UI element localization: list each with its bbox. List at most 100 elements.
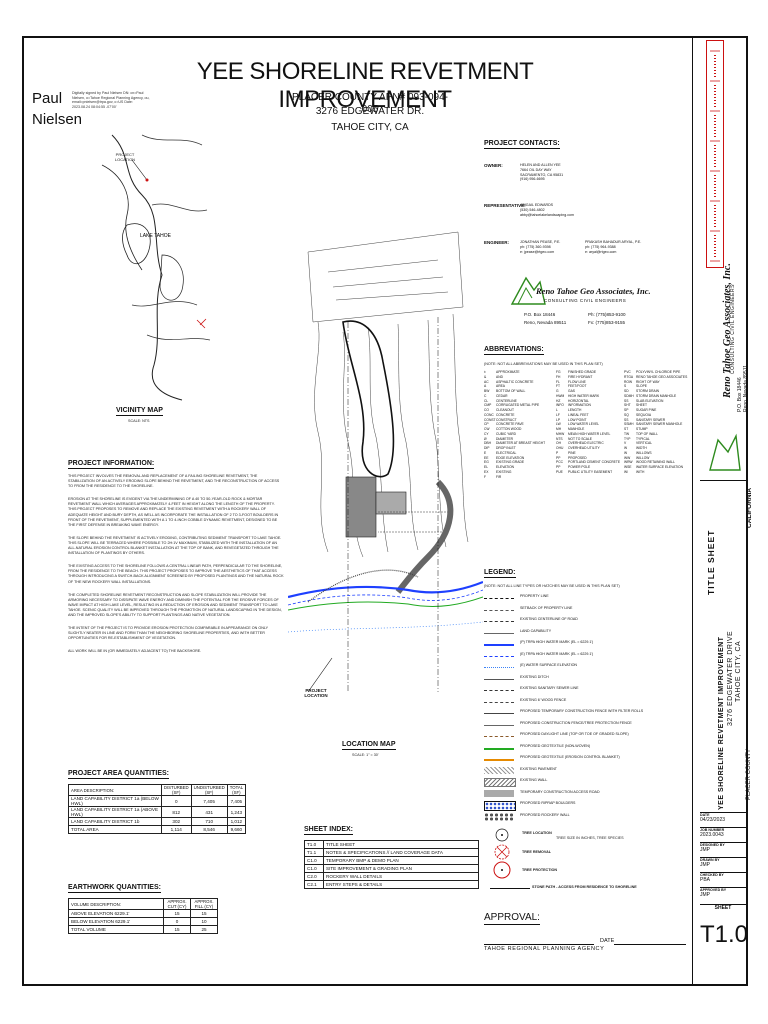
representative-info: ABIGAIL EDWARDS (530) 546-4802 abby@taho… [520, 203, 574, 217]
street-address: 3276 EDGEWATER DR. [315, 106, 425, 117]
sheet-index-heading: SHEET INDEX: [304, 826, 354, 835]
abbr-meanings-1: APPROXIMATE AND ASPHALTIC CONCRETE AREA … [496, 370, 546, 479]
sheet-number: T1.0 [700, 921, 749, 948]
legend-symbol [484, 609, 514, 611]
legend-item: (E) TRPA HIGH WATER MARK (EL = 6229.1') [484, 651, 704, 661]
stone-path-note: STONE PATH - ACCESS FROM RESIDENCE TO SH… [532, 885, 637, 889]
firm-subtitle: CONSULTING CIVIL ENGINEERS [544, 298, 627, 303]
abbr-codes-3: PVC RTGA ROW S SD SDMH SS SHT SP SQ SS S… [624, 370, 634, 474]
owner-label: OWNER: [484, 163, 503, 168]
abbr-codes-1: ± & AC A BW C CL CMP CO CONC CONST CP CW… [484, 370, 496, 479]
legend-item: EXISTING SANITARY SEWER LINE [484, 685, 704, 695]
title-block-county: PLACER COUNTY [746, 748, 752, 800]
legend-symbol [484, 621, 514, 622]
digital-signature-text: Digitally signed by Paul Nielsen DN: cn=… [72, 91, 150, 109]
legend-symbol [484, 789, 514, 797]
legend-item: (E) WATER SURFACE ELEVATION [484, 662, 704, 672]
tree-legend-symbols [493, 828, 511, 879]
title-block-project-addr: 3276 EDGEWATER DRIVE [727, 630, 734, 726]
vicinity-map-scale: SCALE: NTS [128, 419, 150, 423]
legend-symbol [484, 713, 514, 714]
project-area-heading: PROJECT AREA QUANTITIES: [68, 770, 169, 779]
legend-label: PROPOSED GEOTEXTILE (EROSION CONTROL BLA… [520, 755, 620, 759]
abbreviations-note: (NOTE: NOT ALL ABBREVIATIONS MAY BE USED… [484, 362, 603, 366]
abbreviations-heading: ABBREVIATIONS: [484, 346, 544, 355]
legend-item: EXISTING CENTERLINE OF ROAD [484, 616, 704, 626]
legend-label: SETBACK OF PROPERTY LINE [520, 605, 573, 610]
legend-label: PROPOSED TEMPORARY CONSTRUCTION FENCE WI… [520, 709, 644, 713]
apn-number: PLACER COUNTY APN# 093-094-005 [292, 92, 448, 115]
table-row: LAND CAPABILITY DISTRICT 1a (BELOW HWL)0… [68, 795, 247, 807]
title-block-logo [709, 433, 741, 471]
abbr-meanings-3: POLYVINYL CHLORIDE PIPE RENO TAHOE GEO A… [636, 370, 688, 474]
title-block-state: CALIFORNIA [746, 487, 753, 528]
legend-item: EXISTING PAVEMENT [484, 766, 704, 776]
earthwork-table: VOLUME DESCRIPTION: APPROX. CUT (CY) APP… [68, 898, 218, 934]
title-block-project-name: YEE SHORELINE REVETMENT IMPROVEMENT [718, 636, 725, 810]
legend-symbol [484, 667, 514, 668]
revision-marks [710, 50, 720, 262]
legend-label: EXISTING 6' WOOD FENCE [520, 697, 567, 702]
lake-tahoe-label: LAKE TAHOE [140, 233, 172, 239]
engineer2-info: PRAKASH BAHADUR ARYAL, P.E. ph: (775) 96… [585, 240, 642, 254]
legend-item: EXISTING 6' WOOD FENCE [484, 697, 704, 707]
legend-label: PROPOSED GEOTEXTILE (NON-WOVEN) [520, 743, 591, 748]
title-block-sheet-title: TITLE SHEET [706, 529, 716, 595]
title-block-project-city: TAHOE CITY, CA [735, 640, 742, 702]
firm-name: Reno Tahoe Geo Associates, Inc. [536, 286, 651, 296]
legend-item: PROPOSED DAYLIGHT LINE (TOP OR TOE OF GR… [484, 731, 704, 741]
legend-item: PROPERTY LINE [484, 593, 704, 603]
legend-item: PROPOSED GEOTEXTILE (NON-WOVEN) [484, 743, 704, 753]
legend-item: SETBACK OF PROPERTY LINE [484, 605, 704, 615]
legend-label: (E) TRPA HIGH WATER MARK (EL = 6229.1') [520, 651, 594, 656]
location-map-site-plan [288, 231, 483, 693]
legend-symbol [484, 655, 514, 657]
legend-label: (P) TRPA HIGH WATER MARK (EL = 6229.1') [520, 640, 594, 644]
project-contacts-heading: PROJECT CONTACTS: [484, 140, 560, 149]
vicinity-map-title: VICINITY MAP [116, 407, 163, 416]
legend-symbol [484, 801, 516, 811]
legend-symbol [484, 598, 514, 599]
firm-fax: Fx: (775)853-9155 [588, 320, 626, 325]
revision-box [706, 40, 724, 268]
approval-date-line [614, 944, 686, 945]
legend-symbol [484, 766, 514, 774]
title-block-job-cell: JOB NUMBER 2023.0043 [700, 827, 746, 838]
approval-heading: APPROVAL: [484, 912, 540, 925]
legend-label: (E) WATER SURFACE ELEVATION [520, 663, 577, 667]
table-header-row: VOLUME DESCRIPTION: APPROX. CUT (CY) APP… [68, 898, 218, 910]
approval-date-label: DATE [600, 938, 615, 944]
representative-label: REPRESENTATIVE: [484, 203, 526, 208]
abbr-meanings-2: FINISHED GRADE FIRE HYDRANT FLOW LINE FE… [568, 370, 621, 474]
abbreviations-list: ± & AC A BW C CL CMP CO CONC CONST CP CW… [484, 370, 689, 484]
title-block-divider [700, 480, 746, 481]
abbr-codes-2: FG FH FL FT G HWM HZ INFO L LF LP LW MH … [556, 370, 565, 474]
city-address: TAHOE CITY, CA [331, 122, 409, 133]
firm-po: P.O. Box 18446 [524, 312, 556, 317]
legend-item: PROPOSED TEMPORARY CONSTRUCTION FENCE WI… [484, 708, 704, 718]
approval-agency: TAHOE REGIONAL PLANNING AGENCY [484, 946, 605, 952]
tree-location-sub: TREE SIZE IN INCHES, TREE SPECIES [556, 836, 624, 840]
location-map-scale: SCALE: 1" = 30' [352, 753, 379, 757]
legend-item: LAND CAPABILITY [484, 628, 704, 638]
project-area-table: AREA DESCRIPTION: DISTURBED (SF) UNDISTU… [68, 784, 247, 834]
title-block [692, 36, 748, 986]
signature-name: Paul Nielsen [32, 90, 83, 128]
legend-symbol [484, 736, 514, 737]
project-information-body: THIS PROJECT INVOLVES THE REMOVAL AND RE… [68, 474, 284, 654]
legend-label: PROPOSED RIPRAP BOULDERS [520, 801, 576, 805]
table-row: LAND CAPABILITY DISTRICT 1a (ABOVE HWL)8… [68, 806, 247, 818]
legend-label: PROPOSED ROCKERY WALL [520, 812, 570, 817]
title-block-sheet-cell: SHEET T1.0 [700, 904, 749, 948]
legend-item: EXISTING WALL [484, 777, 704, 787]
legend-symbol [484, 724, 514, 726]
legend-item: PROPOSED CONSTRUCTION FENCE/TREE PROTECT… [484, 720, 704, 730]
stone-path-arrow [490, 888, 530, 889]
